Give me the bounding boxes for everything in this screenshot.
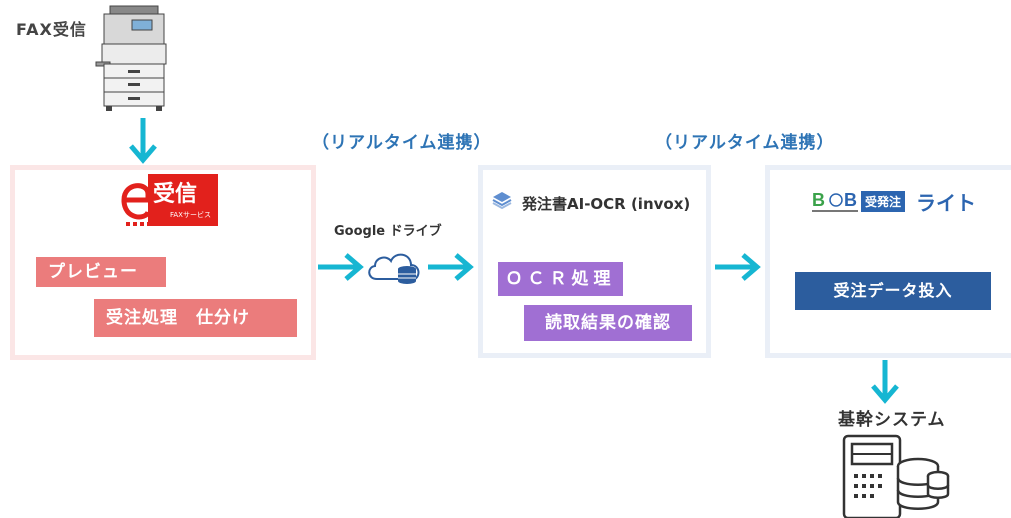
layers-icon [492,192,512,210]
e-reception-logo-subtext: FAXサービス [170,211,211,219]
order-processing-sorting-box: 受注処理 仕分け [94,299,297,337]
core-system-label: 基幹システム [838,410,946,430]
realtime-label-2: （リアルタイム連携） [655,133,835,153]
svg-text:B: B [844,190,857,210]
realtime-label-1: （リアルタイム連携） [312,133,492,153]
btob-platform-logo: B B [812,190,858,212]
ocr-processing-box: ＯＣＲ処理 [498,262,623,296]
arrow-down-fax [129,118,157,164]
fax-reception-label: FAX受信 [16,20,87,39]
reading-result-check-box: 読取結果の確認 [524,305,692,341]
cloud-database-icon [368,253,420,284]
fax-machine-icon [95,5,167,111]
arrow-right-to-b2b [715,253,761,281]
order-badge: 受発注 [861,191,906,212]
svg-text:B: B [812,190,825,210]
arrow-right-to-invox [428,253,474,281]
google-drive-label: Google ドライブ [334,224,442,239]
preview-box: プレビュー [36,257,166,287]
lite-label: ライト [916,191,976,215]
order-data-import-box: 受注データ投入 [795,272,991,310]
e-reception-logo-badge [148,174,218,226]
arrow-right-to-drive [318,253,364,281]
invox-title: 発注書AI-OCR (invox) [522,195,691,213]
core-system-icon [842,434,950,518]
e-reception-logo-text: 受信 [153,182,198,207]
arrow-down-core [871,360,899,404]
